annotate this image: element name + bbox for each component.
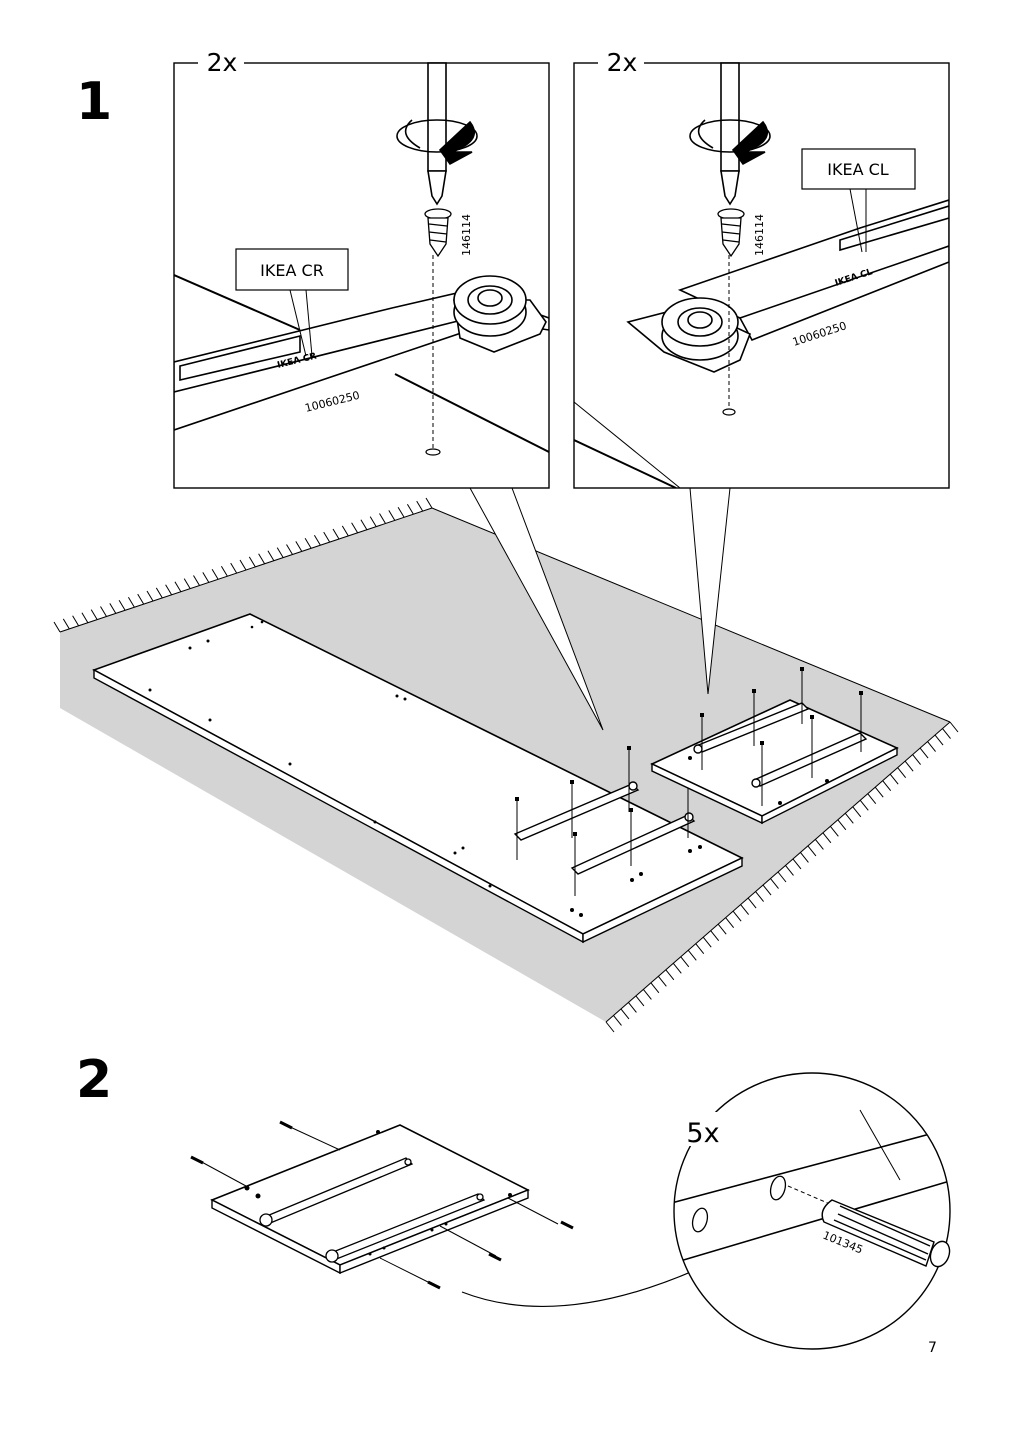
part-label-right: IKEA CL	[827, 160, 889, 179]
small-panel	[650, 667, 899, 825]
mat-fringe	[53, 497, 959, 1033]
quantity-right: 2x	[607, 48, 638, 77]
step-2-number: 2	[76, 1050, 113, 1110]
quantity-left: 2x	[207, 48, 238, 77]
screw-code-left: 146114	[460, 214, 473, 256]
quantity-dowels: 5x	[686, 1118, 719, 1149]
callout-curve	[461, 1267, 701, 1308]
detail-box-right: 146114 10060250 IKEA CL IKEA CL	[573, 50, 950, 489]
large-panel	[92, 613, 744, 944]
rotation-arrow-icon	[396, 119, 478, 166]
screw-code-right: 146114	[753, 214, 766, 256]
page-number: 7	[928, 1340, 937, 1356]
dowel-icon	[821, 1199, 951, 1268]
screw-icon	[717, 208, 745, 258]
screwdriver-icon	[427, 62, 447, 206]
rotation-arrow-icon	[689, 119, 771, 166]
screw-icon	[424, 208, 452, 258]
callout-cones	[469, 487, 731, 731]
part-label-left: IKEA CR	[260, 261, 324, 280]
detail-box-left: 146114 10060250 IKEA CR IKEA CR	[173, 50, 550, 489]
step2-panel	[190, 1120, 574, 1290]
screwdriver-icon	[720, 62, 740, 206]
step2-detail-circle: 101345	[673, 1072, 951, 1350]
step-1-number: 1	[76, 72, 113, 132]
